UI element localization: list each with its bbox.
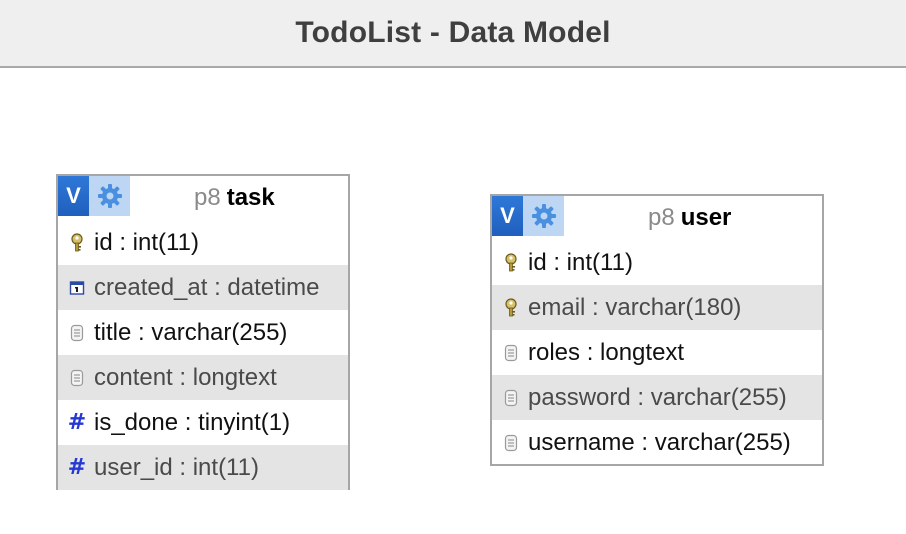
column-row-created-at[interactable]: created_at : datetime bbox=[58, 265, 348, 310]
text-field-icon bbox=[500, 342, 522, 364]
column-row-title[interactable]: title : varchar(255) bbox=[58, 310, 348, 355]
table-title: task bbox=[226, 184, 275, 211]
table-header[interactable]: V bbox=[58, 176, 348, 220]
gear-icon[interactable] bbox=[89, 176, 130, 216]
text-field-icon bbox=[66, 322, 88, 344]
column-label: id : int(11) bbox=[94, 228, 199, 256]
key-icon bbox=[500, 297, 522, 319]
key-icon bbox=[66, 232, 88, 254]
column-label: id : int(11) bbox=[528, 248, 633, 276]
table-title: user bbox=[680, 204, 732, 231]
column-label: password : varchar(255) bbox=[528, 383, 787, 411]
text-field-icon bbox=[500, 387, 522, 409]
calendar-icon bbox=[66, 277, 88, 299]
column-row-is-done[interactable]: # is_done : tinyint(1) bbox=[58, 400, 348, 445]
text-field-icon bbox=[66, 367, 88, 389]
column-label: username : varchar(255) bbox=[528, 428, 791, 456]
key-icon bbox=[500, 252, 522, 274]
column-label: created_at : datetime bbox=[94, 273, 320, 301]
text-field-icon bbox=[500, 432, 522, 454]
column-row-username[interactable]: username : varchar(255) bbox=[492, 420, 822, 465]
table-header[interactable]: V bbox=[492, 196, 822, 240]
page-title: TodoList - Data Model bbox=[295, 16, 611, 49]
table-user[interactable]: V bbox=[490, 194, 824, 466]
column-label: is_done : tinyint(1) bbox=[94, 408, 291, 436]
table-task[interactable]: V bbox=[56, 174, 350, 490]
column-row-content[interactable]: content : longtext bbox=[58, 355, 348, 400]
column-label: roles : longtext bbox=[528, 338, 685, 366]
table-name[interactable]: p8 task bbox=[194, 176, 275, 220]
column-row-id[interactable]: id : int(11) bbox=[492, 240, 822, 285]
column-row-password[interactable]: password : varchar(255) bbox=[492, 375, 822, 420]
gear-icon[interactable] bbox=[523, 196, 564, 236]
column-row-roles[interactable]: roles : longtext bbox=[492, 330, 822, 375]
column-label: user_id : int(11) bbox=[94, 453, 259, 481]
column-row-user-id[interactable]: # user_id : int(11) bbox=[58, 445, 348, 490]
column-row-email[interactable]: email : varchar(180) bbox=[492, 285, 822, 330]
title-bar: TodoList - Data Model bbox=[0, 0, 906, 68]
column-label: title : varchar(255) bbox=[94, 318, 288, 346]
table-name[interactable]: p8 user bbox=[648, 196, 731, 240]
column-label: content : longtext bbox=[94, 363, 277, 391]
schema-name: p8 bbox=[194, 184, 221, 211]
column-row-id[interactable]: id : int(11) bbox=[58, 220, 348, 265]
number-icon: # bbox=[67, 410, 87, 435]
collapse-toggle-button[interactable]: V bbox=[492, 196, 523, 236]
schema-name: p8 bbox=[648, 204, 675, 231]
number-icon: # bbox=[67, 455, 87, 480]
collapse-toggle-button[interactable]: V bbox=[58, 176, 89, 216]
column-label: email : varchar(180) bbox=[528, 293, 742, 321]
